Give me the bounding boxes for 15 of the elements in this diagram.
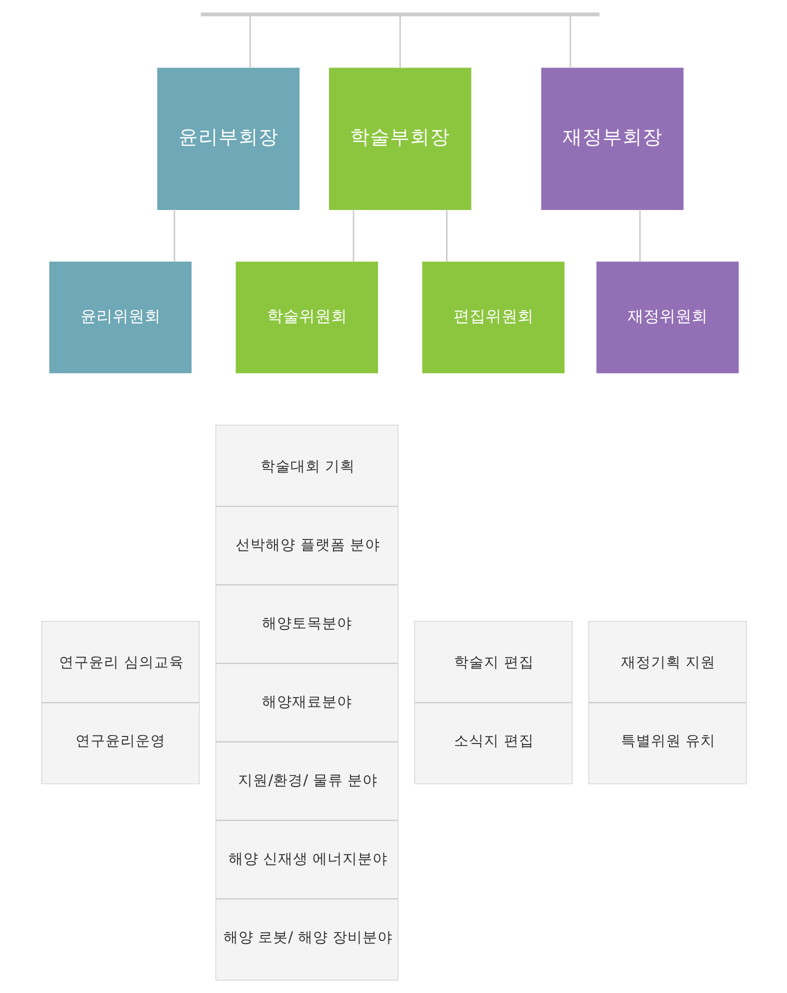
connector [248, 16, 250, 68]
node-box: 윤리부회장 [156, 68, 300, 210]
node-box: 재정부회장 [540, 68, 684, 210]
connector [398, 16, 400, 68]
connector [352, 209, 354, 262]
node-box: 편집위원회 [422, 262, 564, 374]
connector [638, 209, 640, 262]
node-box: 학술위원회 [235, 262, 378, 374]
connector [173, 209, 175, 262]
node-bar [200, 12, 599, 16]
node-box: 재정위원회 [596, 262, 738, 374]
connector [569, 16, 571, 68]
node-box: 윤리위원회 [48, 262, 192, 374]
node-box: 학술부회장 [328, 68, 471, 210]
connector [446, 209, 447, 262]
